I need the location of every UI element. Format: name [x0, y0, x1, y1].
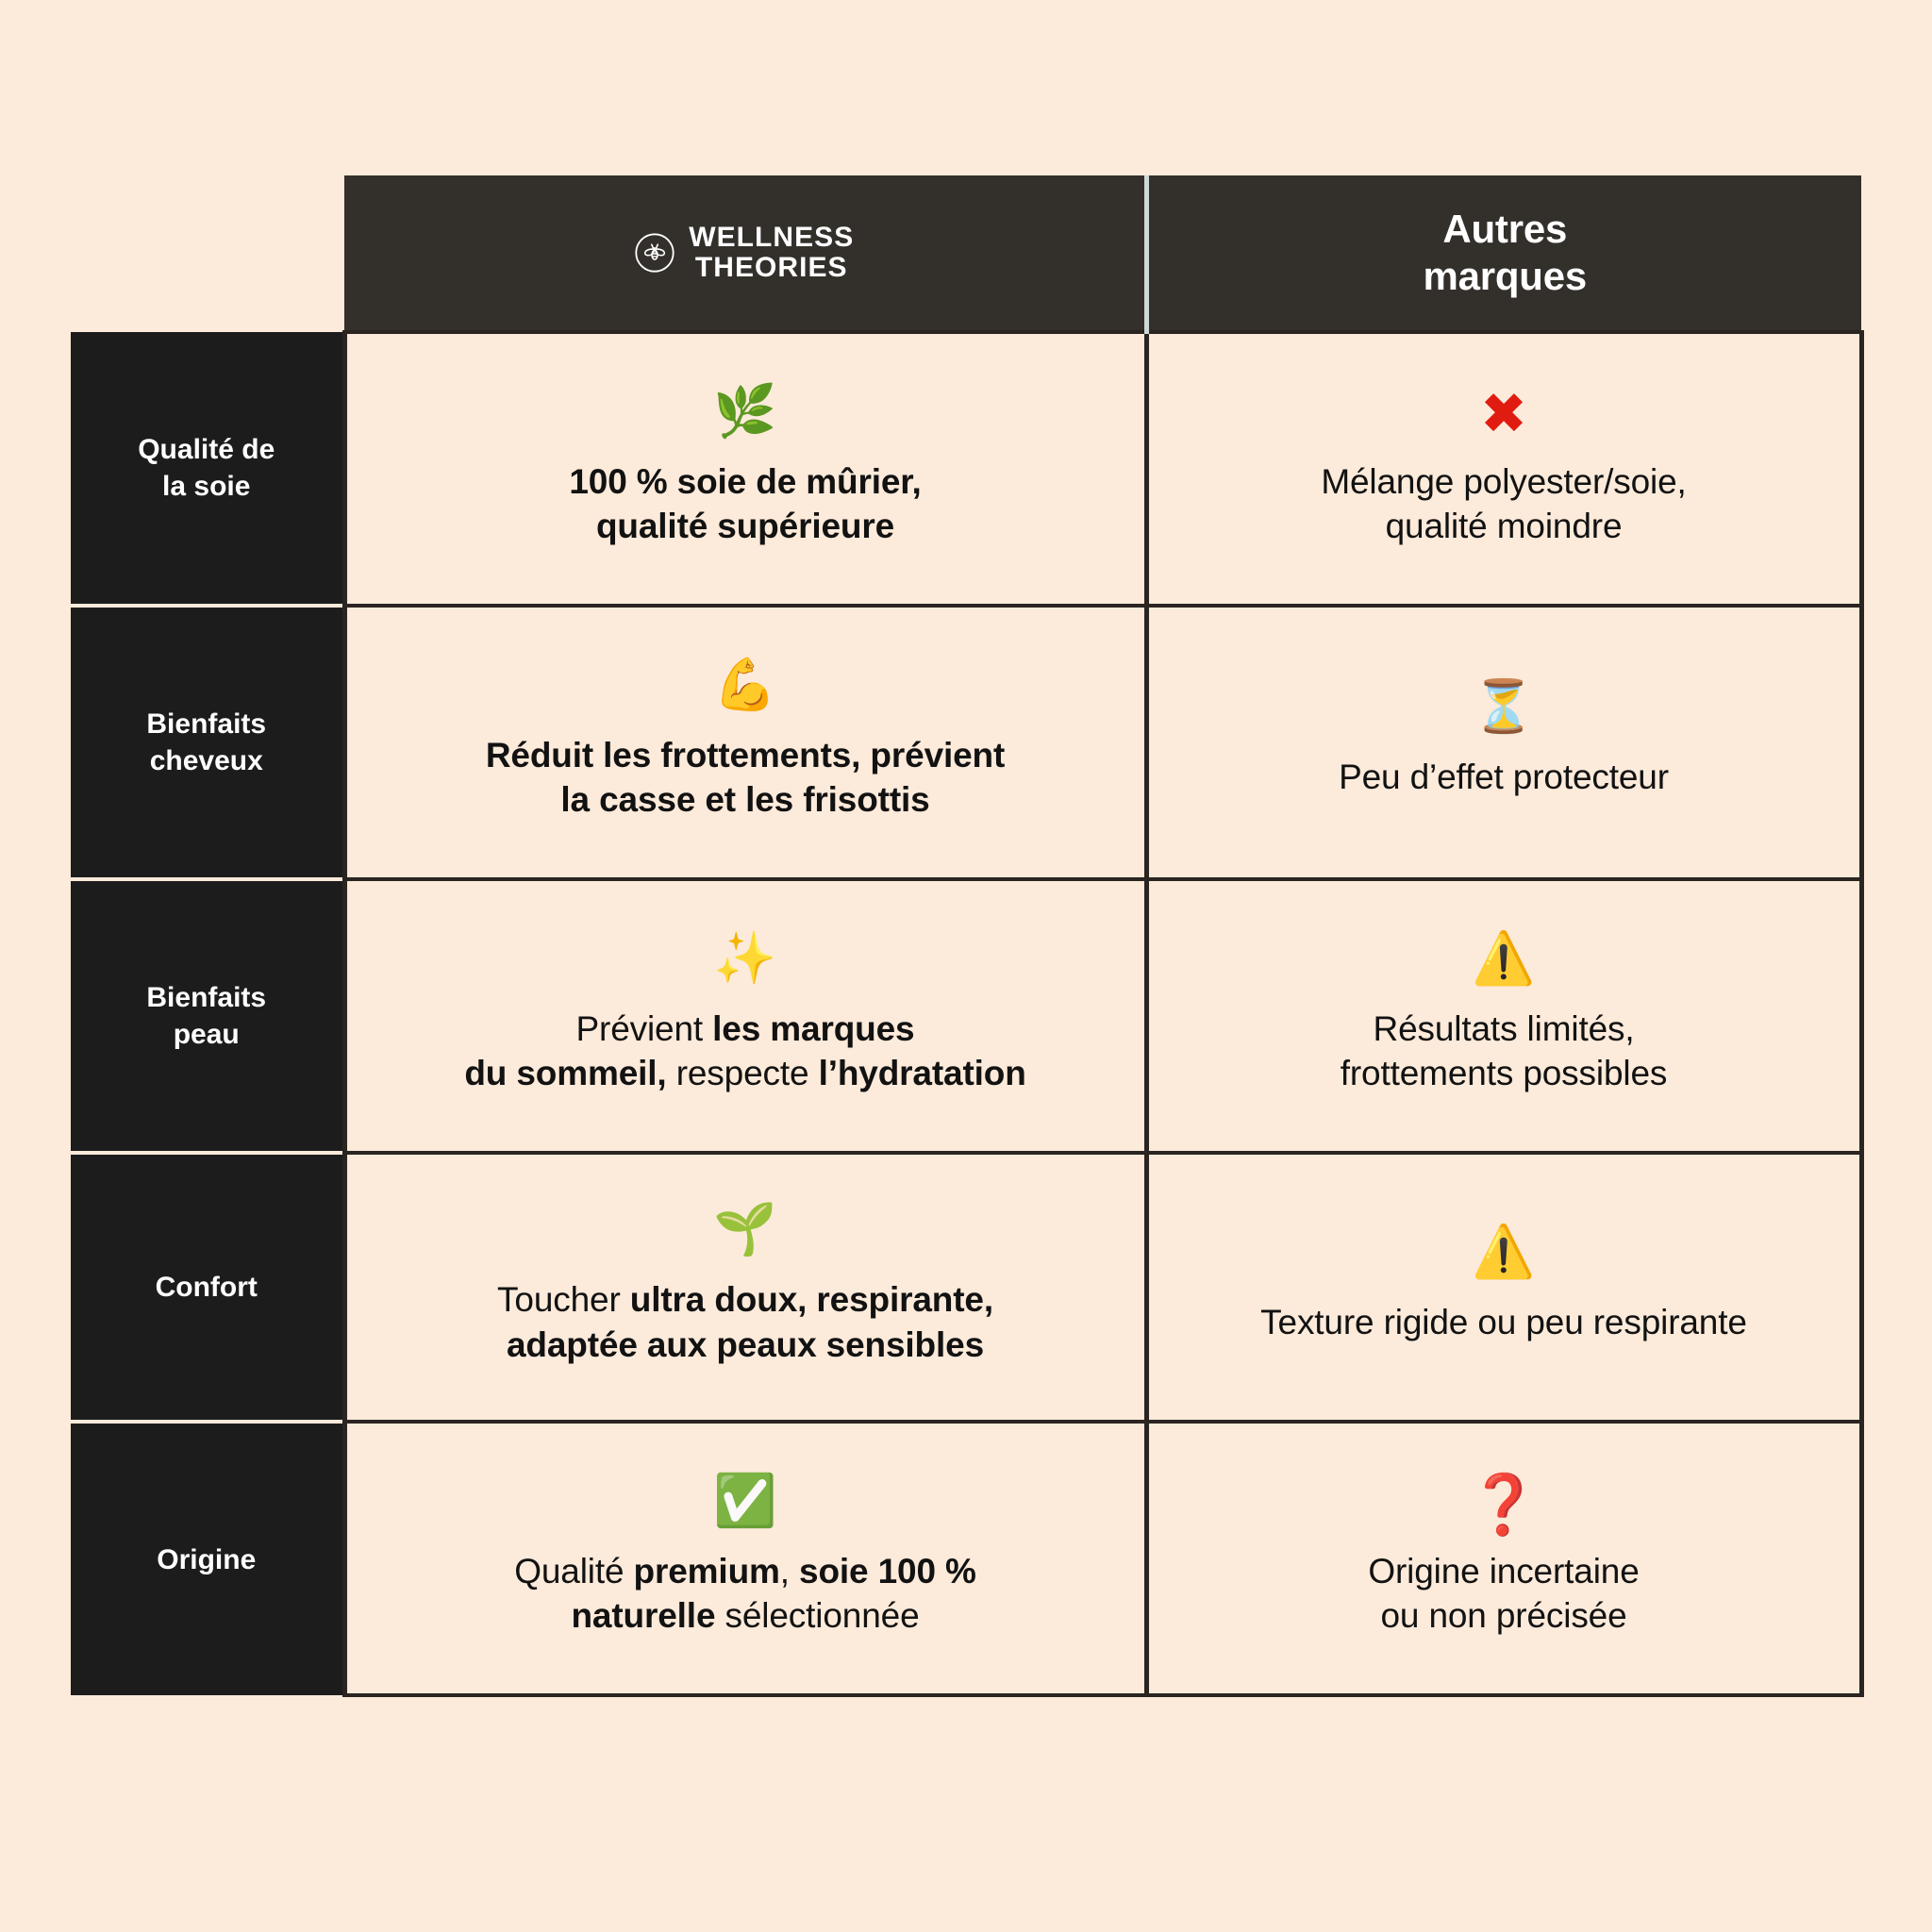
brand-line-2: THEORIES [694, 252, 848, 283]
row-label-origine: Origine [71, 1422, 344, 1695]
row-label-line-1: Qualité de [138, 434, 275, 465]
other-brands-line-2: marques [1423, 254, 1588, 298]
table-body: Qualité de la soie 🌿 100 % soie de mûrie… [71, 330, 1864, 1697]
comparison-table: WELLNESS THEORIES Autres marques Qua [71, 175, 1864, 1697]
row-label-qualite-de-la-soie: Qualité de la soie [71, 332, 344, 608]
table-row: Origine ✅ Qualité premium, soie 100 %nat… [71, 1420, 1864, 1697]
table-header: WELLNESS THEORIES Autres marques [71, 175, 1861, 332]
cell-brand-text: Toucher ultra doux, respirante,adaptée a… [497, 1280, 993, 1364]
brand-wordmark: WELLNESS THEORIES [689, 221, 855, 284]
sparkles-icon: ✨ [713, 927, 777, 988]
row-label-confort: Confort [71, 1153, 344, 1424]
red-question-mark-icon: ❓ [1467, 1469, 1541, 1539]
header-spacer-cell [71, 175, 344, 332]
table-row: Confort 🌱 Toucher ultra doux, respirante… [71, 1151, 1864, 1424]
row-label-line-1: Confort [155, 1272, 258, 1303]
seedling-icon: 🌱 [713, 1199, 777, 1259]
cell-brand-confort: 🌱 Toucher ultra doux, respirante,adaptée… [341, 1151, 1149, 1422]
warning-triangle-icon: ⚠️ [1472, 927, 1536, 988]
warning-triangle-icon: ⚠️ [1472, 1221, 1536, 1281]
other-brands-title: Autres marques [1172, 206, 1840, 299]
cell-other-text: Mélange polyester/soie,qualité moindre [1321, 461, 1687, 545]
white-check-mark-icon: ✅ [713, 1470, 777, 1530]
cell-other-bienfaits-peau: ⚠️ Résultats limités,frottements possibl… [1143, 877, 1864, 1153]
cell-brand-text: 100 % soie de mûrier,qualité supérieure [569, 461, 922, 545]
row-label-line-1: Bienfaits [146, 982, 267, 1013]
header-cell-brand: WELLNESS THEORIES [344, 175, 1149, 332]
row-label-bienfaits-cheveux: Bienfaits cheveux [71, 606, 344, 881]
row-label-line-1: Bienfaits [146, 708, 267, 740]
bee-in-circle-icon [635, 233, 675, 273]
row-label-line-2: peau [173, 1019, 240, 1050]
row-label-line-2: la soie [162, 471, 251, 502]
row-label-bienfaits-peau: Bienfaits peau [71, 879, 344, 1155]
herb-leaf-icon: 🌿 [713, 380, 777, 441]
row-label-line-1: Origine [157, 1543, 257, 1575]
cell-other-bienfaits-cheveux: ⏳ Peu d’effet protecteur [1143, 604, 1864, 879]
cell-brand-text: Qualité premium, soie 100 %naturelle sél… [514, 1551, 976, 1635]
cross-mark-icon: ✖ [1479, 380, 1528, 447]
row-label-line-2: cheveux [149, 745, 263, 776]
table-row: Qualité de la soie 🌿 100 % soie de mûrie… [71, 330, 1864, 608]
cell-other-confort: ⚠️ Texture rigide ou peu respirante [1143, 1151, 1864, 1422]
cell-other-text: Texture rigide ou peu respirante [1260, 1302, 1747, 1341]
other-brands-line-1: Autres [1442, 207, 1568, 252]
cell-other-text: Peu d’effet protecteur [1339, 758, 1669, 797]
brand-line-1: WELLNESS [689, 221, 855, 253]
cell-other-qualite-de-la-soie: ✖ Mélange polyester/soie,qualité moindre [1143, 330, 1864, 606]
cell-brand-origine: ✅ Qualité premium, soie 100 %naturelle s… [341, 1420, 1149, 1697]
header-cell-other-brands: Autres marques [1146, 175, 1861, 332]
hourglass-icon: ⏳ [1472, 676, 1536, 737]
header-row: WELLNESS THEORIES Autres marques [71, 175, 1861, 332]
table-row: Bienfaits cheveux 💪 Réduit les frottemen… [71, 604, 1864, 881]
cell-brand-qualite-de-la-soie: 🌿 100 % soie de mûrier,qualité supérieur… [341, 330, 1149, 606]
cell-other-text: Résultats limités,frottements possibles [1340, 1008, 1668, 1092]
flexed-biceps-icon: 💪 [713, 654, 777, 714]
brand-logo: WELLNESS THEORIES [634, 221, 855, 284]
